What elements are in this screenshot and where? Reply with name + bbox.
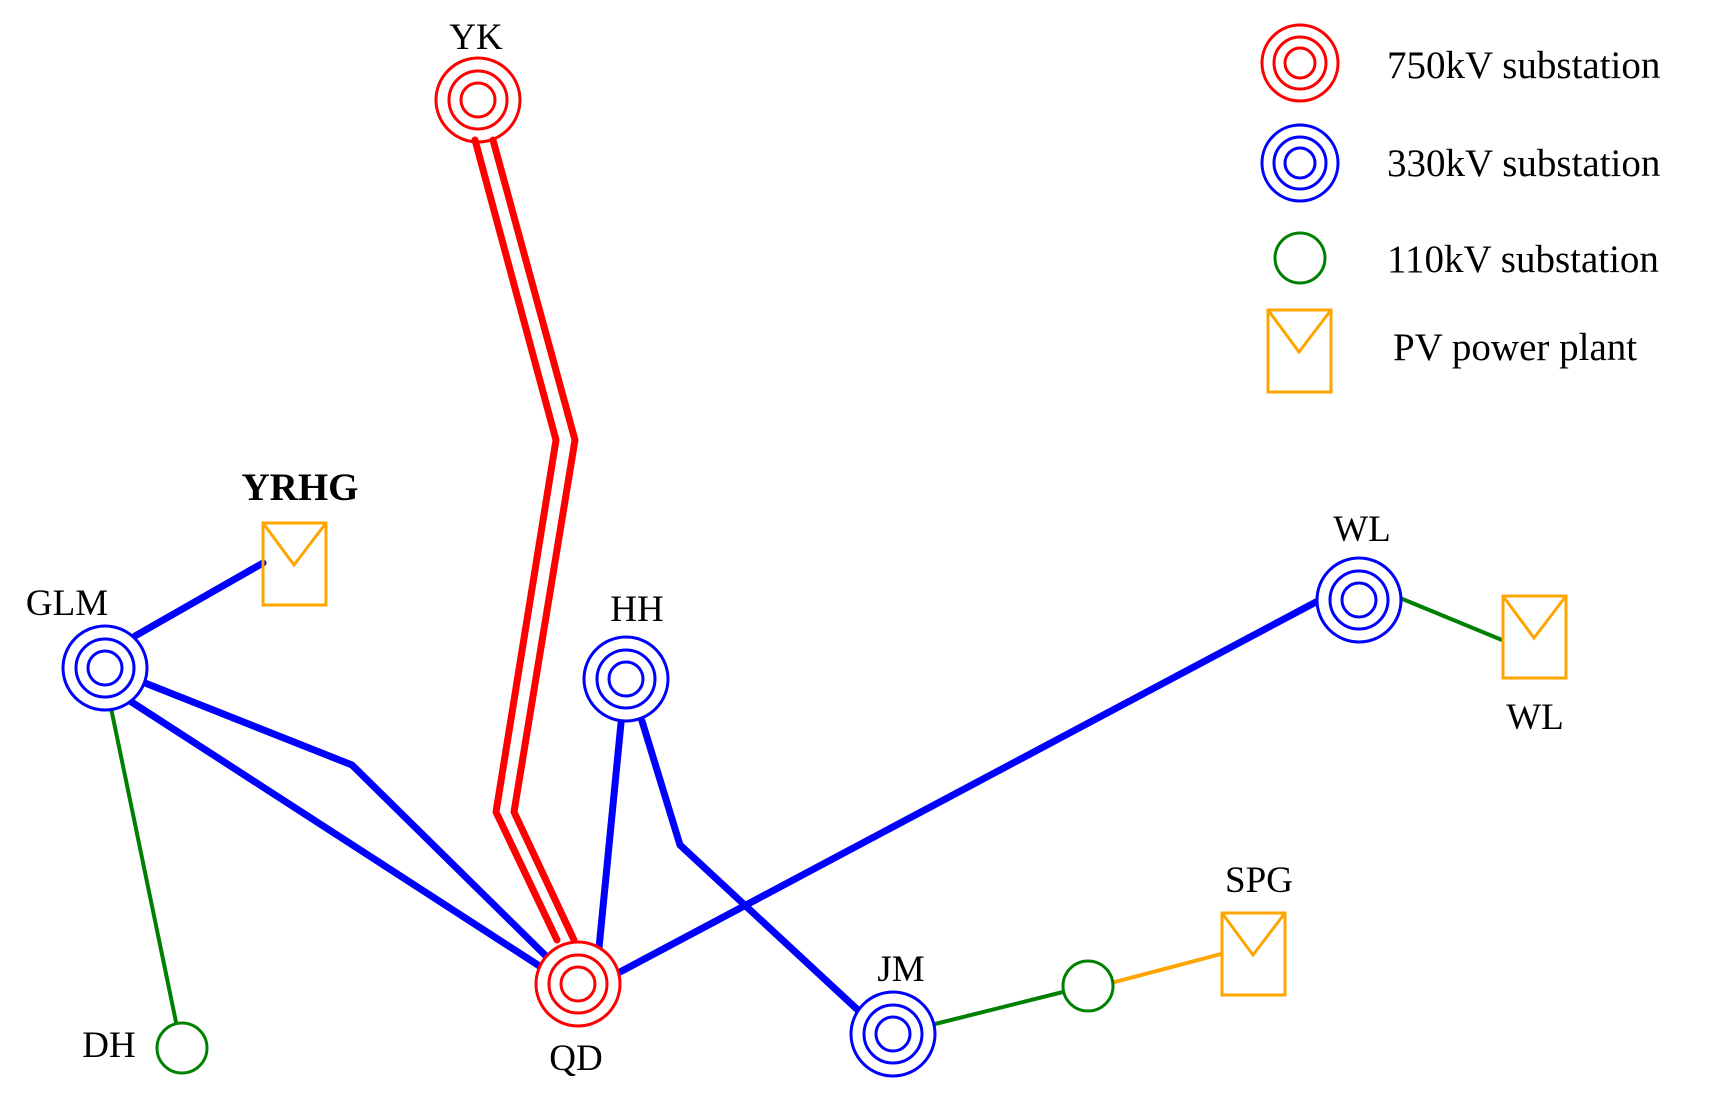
line-glm-yrhg <box>131 559 267 640</box>
line-wl-pv <box>1398 596 1504 642</box>
label-wl-pv: WL <box>1506 697 1564 738</box>
line-glm-dh <box>109 706 178 1024</box>
substation-dh <box>155 1021 209 1075</box>
lines-750kv <box>471 136 579 944</box>
line-jm-110kv <box>933 990 1065 1026</box>
substation-hh <box>582 635 670 723</box>
label-yrhg: YRHG <box>242 466 359 509</box>
substation-glm <box>61 624 149 712</box>
legend-icon-750kv <box>1260 23 1340 103</box>
line-hh-qd <box>595 719 625 952</box>
legend-label-330kv: 330kV substation <box>1387 142 1660 185</box>
label-qd: QD <box>549 1038 602 1079</box>
legend-icon-330kv <box>1260 123 1340 203</box>
label-spg: SPG <box>1225 860 1293 901</box>
substation-yk <box>434 56 522 144</box>
pv-plant-spg <box>1220 911 1287 997</box>
pv-plant-yrhg <box>261 521 328 607</box>
legend-icon-pv <box>1266 308 1333 394</box>
line-wl-qd <box>616 598 1320 976</box>
legend-label-750kv: 750kV substation <box>1387 44 1660 87</box>
line-yk-qd-2 <box>489 136 579 944</box>
lines-110kv <box>109 596 1504 1026</box>
pv-plant-wl <box>1501 594 1568 680</box>
line-110kv-spg <box>1109 952 1223 985</box>
legend-label-pv: PV power plant <box>1393 326 1637 369</box>
label-wl: WL <box>1333 509 1391 550</box>
label-jm: JM <box>877 949 924 990</box>
line-yk-qd-1 <box>471 136 561 944</box>
substation-wl <box>1315 556 1403 644</box>
lines-330kv <box>126 559 1320 1016</box>
line-glm-qd-2 <box>126 697 545 971</box>
label-hh: HH <box>610 589 663 630</box>
label-dh: DH <box>82 1025 135 1066</box>
label-glm: GLM <box>26 583 108 624</box>
line-glm-qd-1 <box>141 679 554 964</box>
label-yk: YK <box>449 17 503 58</box>
legend-icon-110kv <box>1273 231 1327 285</box>
substation-110kv-jm-spg <box>1061 959 1115 1013</box>
substation-qd <box>534 940 622 1028</box>
line-hh-jm <box>638 717 864 1016</box>
legend-label-110kv: 110kV substation <box>1387 238 1659 281</box>
substation-jm <box>849 990 937 1078</box>
legend: 750kV substation 330kV substation 110kV … <box>1260 23 1660 394</box>
